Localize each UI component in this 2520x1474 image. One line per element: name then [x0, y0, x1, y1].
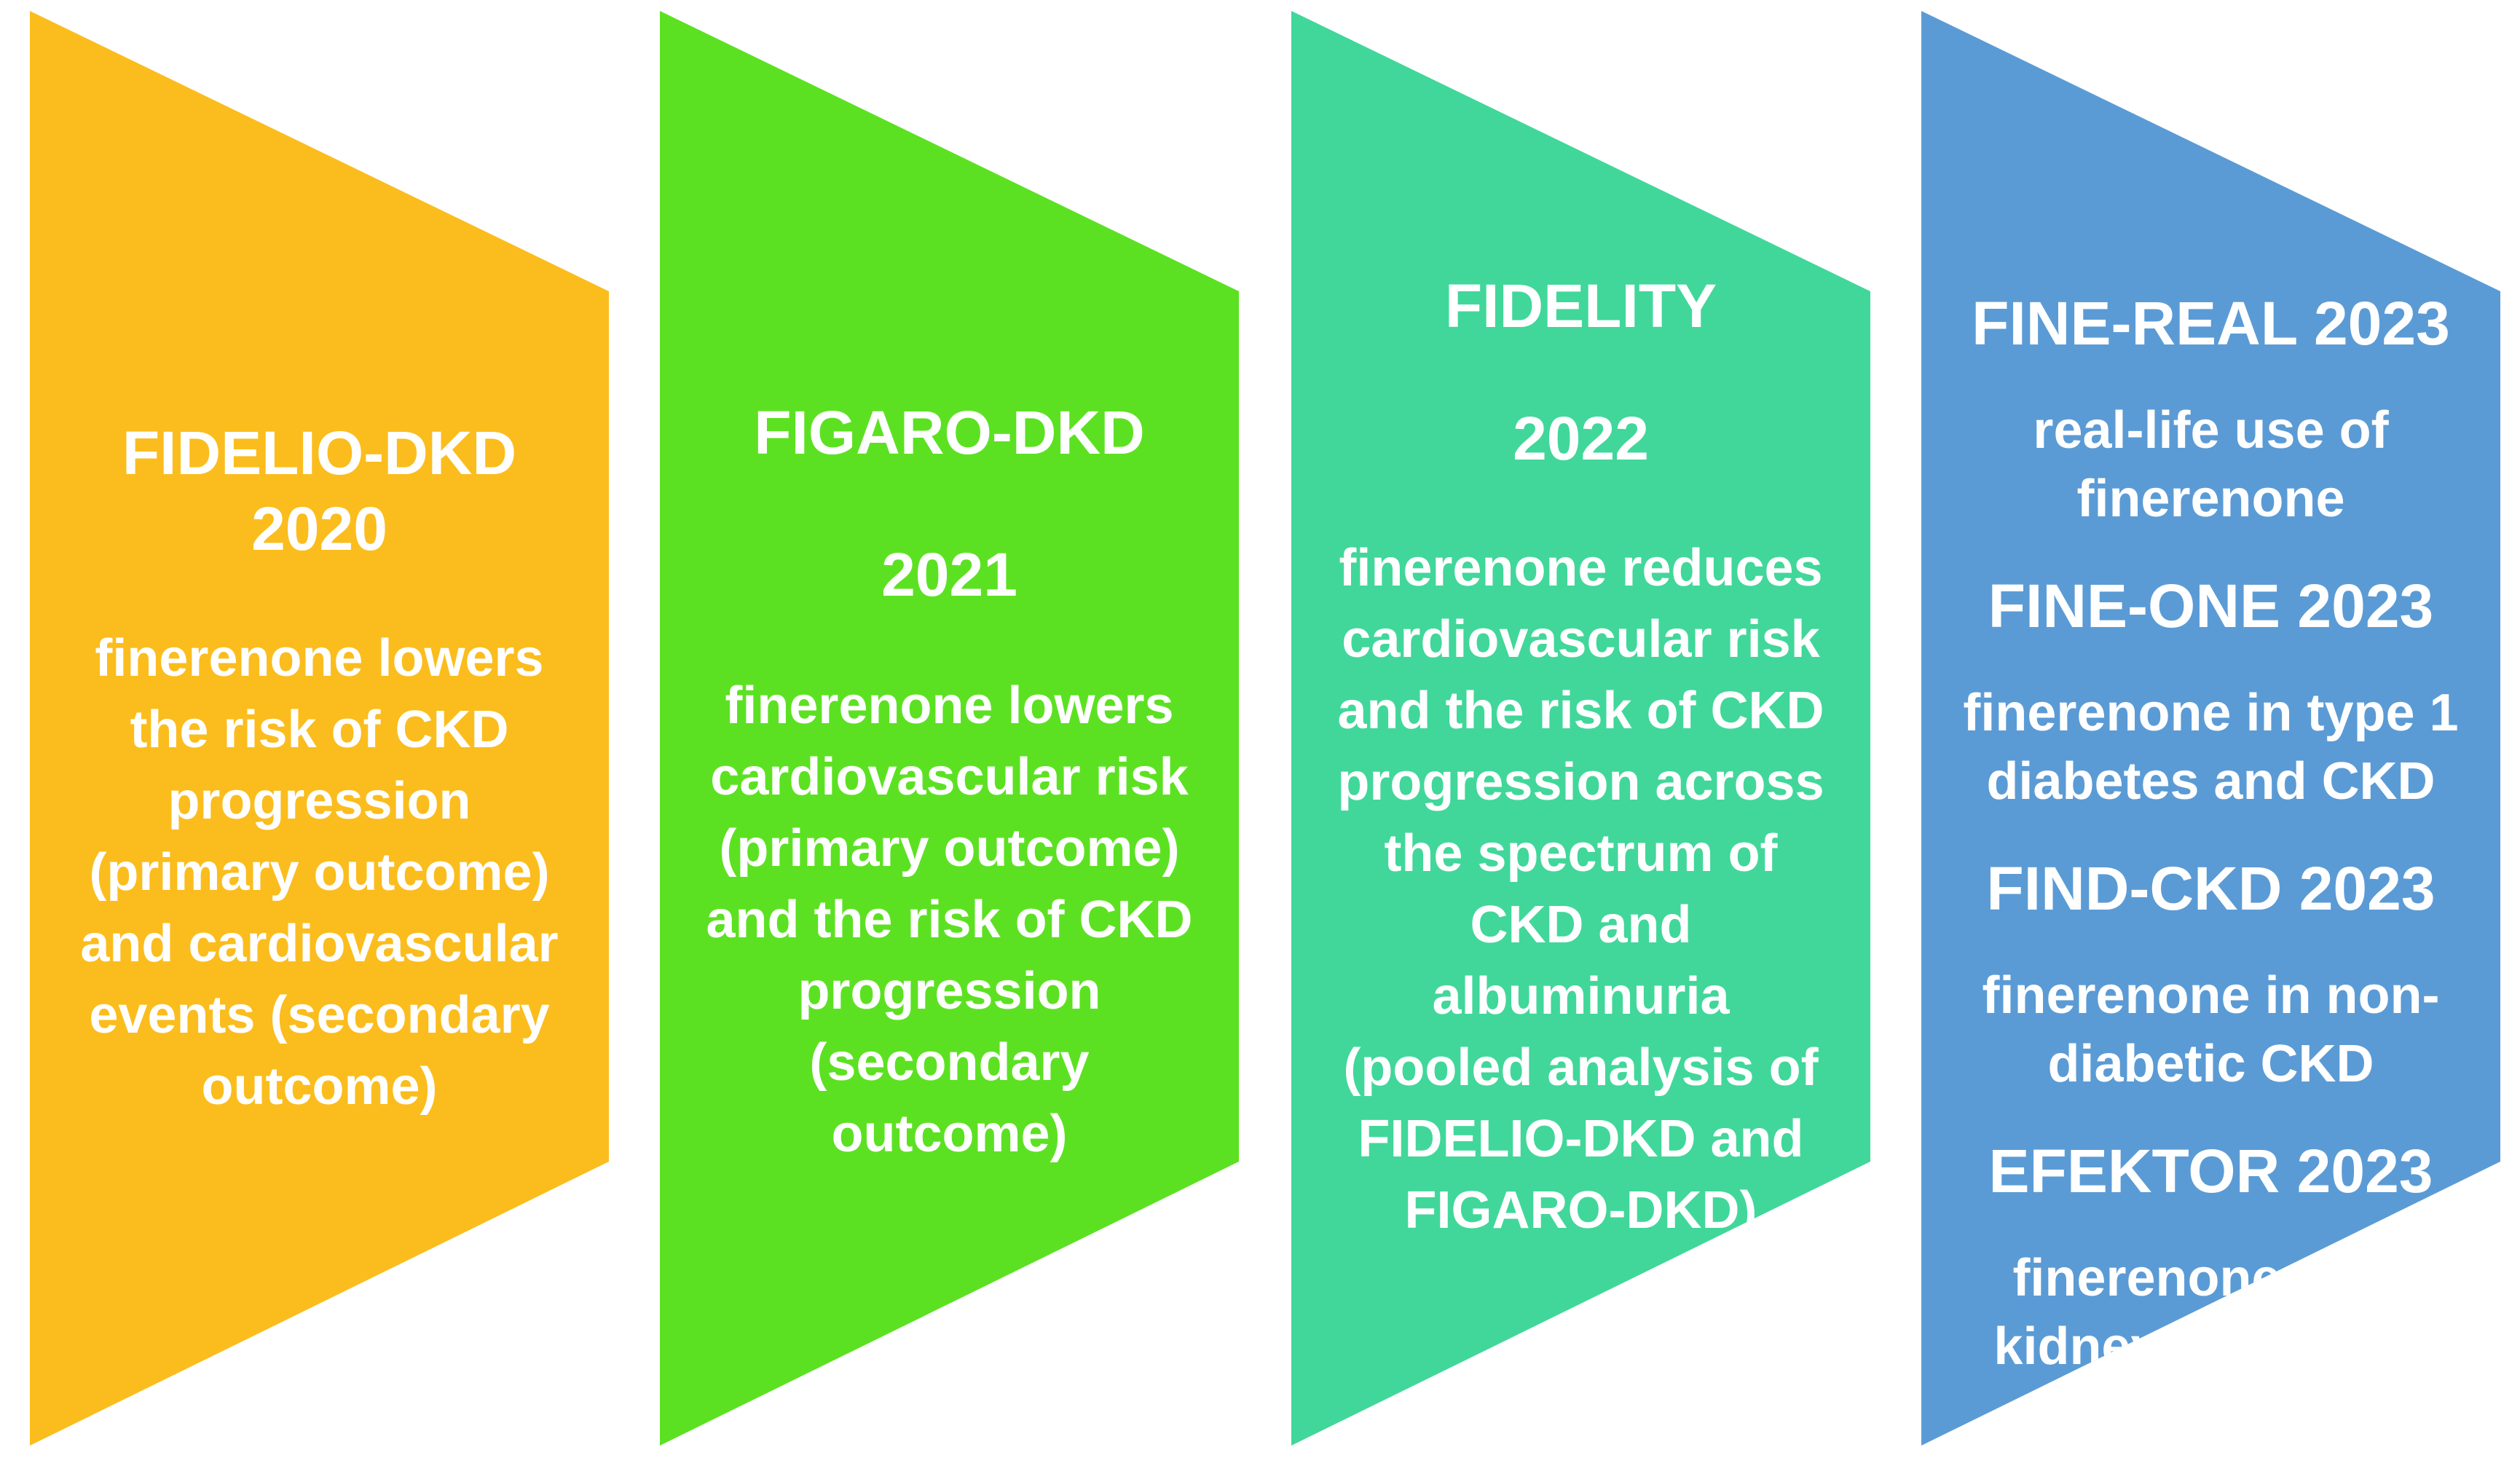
- trial-title-find-ckd: FIND-CKD 2023: [1986, 854, 2436, 923]
- trial-banner-2023-studies-text: FINE-REAL 2023 real-life use of finereno…: [1921, 11, 2500, 1407]
- trial-description-figaro-dkd: finerenone lowers cardiovascular risk (p…: [706, 677, 1193, 1163]
- trial-title-efektor: EFEKTOR 2023: [1988, 1137, 2433, 1205]
- trial-description-efektor: finerenone after kidney transplant: [1993, 1249, 2428, 1376]
- trial-title-figaro-dkd: FIGARO-DKD: [754, 398, 1145, 467]
- trial-banner-fidelio-dkd-text: FIDELIO-DKD 2020 finerenone lowers the r…: [30, 11, 609, 1148]
- trial-banner-figaro-dkd: FIGARO-DKD 2021 finerenone lowers cardio…: [660, 11, 1239, 1446]
- trial-description-fine-one: finerenone in type 1 diabetes and CKD: [1963, 684, 2459, 811]
- trial-banner-2023-studies: FINE-REAL 2023 real-life use of finereno…: [1921, 11, 2500, 1446]
- trial-title-fidelity: FIDELITY: [1444, 272, 1717, 340]
- trial-year-figaro-dkd: 2021: [881, 540, 1017, 609]
- trial-banner-fidelio-dkd: FIDELIO-DKD 2020 finerenone lowers the r…: [30, 11, 609, 1446]
- trial-description-fine-real: real-life use of finerenone: [2033, 401, 2389, 528]
- trial-description-fidelity: finerenone reduces cardiovascular risk a…: [1337, 539, 1824, 1240]
- trial-description-fidelio-dkd: finerenone lowers the risk of CKD progre…: [80, 629, 559, 1116]
- trial-banner-fidelity: FIDELITY 2022 finerenone reduces cardiov…: [1291, 11, 1870, 1446]
- trial-description-find-ckd: finerenone in non- diabetic CKD: [1982, 966, 2440, 1093]
- trial-title-fine-one: FINE-ONE 2023: [1988, 572, 2434, 640]
- trial-title-fine-real: FINE-REAL 2023: [1972, 289, 2450, 358]
- trial-banner-figaro-dkd-text: FIGARO-DKD 2021 finerenone lowers cardio…: [660, 11, 1239, 1196]
- trial-title-fidelio-dkd: FIDELIO-DKD 2020: [122, 419, 517, 563]
- trial-banner-fidelity-text: FIDELITY 2022 finerenone reduces cardiov…: [1291, 11, 1870, 1272]
- trial-year-fidelity: 2022: [1513, 404, 1649, 473]
